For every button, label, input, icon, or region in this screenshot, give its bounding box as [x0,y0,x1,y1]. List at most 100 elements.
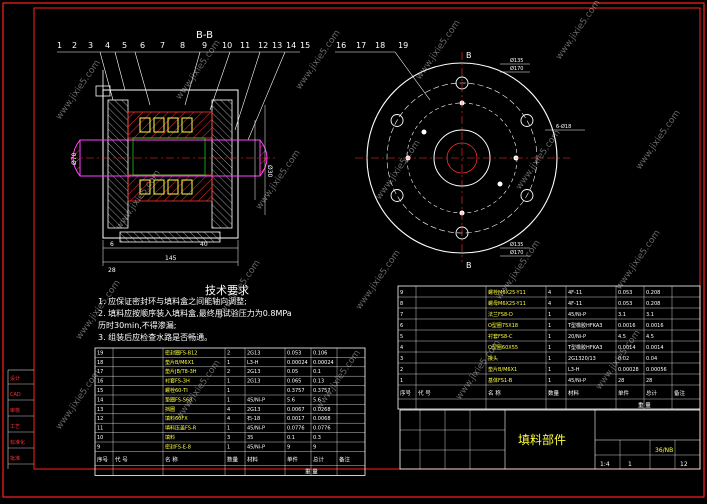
table-cell: 法兰FS8-D [488,311,513,318]
dim-right-dia: Ø30 [266,165,273,178]
table-cell: 1 [227,379,230,385]
table-cell: O型圈60X55 [488,344,518,351]
callout-number: 4 [105,41,110,50]
watermark: www.jixie5.com [614,228,663,291]
table-cell: 10 [97,435,103,441]
table-cell: 12 [97,416,103,422]
callout-number: 17 [356,41,366,50]
watermark: www.jixie5.com [554,0,603,62]
table-cell: 1 [227,426,230,432]
watermark: www.jixie5.com [634,108,683,171]
table-cell: 3 [227,435,230,441]
table-cell: 2G13 [247,379,260,385]
callout-number: 12 [258,41,268,50]
table-header: 材料 [568,389,580,397]
table-cell: 填料 [165,434,175,441]
table-cell: 2G13 [247,369,260,375]
table-cell: 7 [400,312,403,318]
table-cell: 0.0067 [287,407,305,413]
table-cell: 5 [400,334,403,340]
dim-bottom-d: 28 [108,267,116,274]
callout-number: 13 [272,41,282,50]
table-cell: 填料压盖FS-R [165,425,197,432]
table-cell: 4F-11 [568,301,582,307]
table-cell: 0.053 [287,350,301,356]
table-header: 代 号 [418,389,431,397]
strip-label: 批准 [10,455,20,462]
table-cell: 0.053 [618,290,632,296]
callout-number: 9 [202,41,207,50]
dim-bottom-a: 6 [110,241,114,248]
table-cell: 0.208 [646,290,660,296]
callout-number: 11 [240,41,250,50]
table-cell: T型橡胶HFKA3 [567,344,602,351]
callout-number: 18 [375,41,385,50]
pin-hole [421,129,427,135]
strip-label: CAD [10,392,21,398]
callout-number: 5 [122,41,127,50]
table-cell: 基体FS1-B [488,377,513,384]
strip-label: 审核 [10,407,20,414]
tech-requirements: 技术要求 1. 应保证密封环与填料盒之间能轴向调整; 2. 填料应按顺序装入填料… [98,284,292,342]
table-cell: 0.0268 [313,407,331,413]
table-cell: 0.0776 [287,426,305,432]
callout-number: 14 [286,41,296,50]
table-header: 序号 [97,455,109,463]
cut-mark-bottom: B [466,261,472,270]
table-cell: 垫片JB/T8-3H [165,368,197,375]
table-cell: 0.0776 [313,426,331,432]
dim-top-b: Ø170 [510,65,523,72]
callout-number: 8 [180,41,185,50]
table-cell: 13 [97,407,103,413]
callout-number: 10 [222,41,232,50]
table-cell: 45/Ni-P [568,312,586,318]
bolt-hole [390,114,404,127]
table-weight: 重 量 [638,401,651,409]
table-header: 总计 [646,389,658,397]
table-header: 材料 [247,455,259,463]
table-cell: 0.00056 [646,367,667,373]
table-header: 备注 [674,389,686,397]
table-cell: 0.208 [646,301,660,307]
tech-line-1: 1. 应保证密封环与填料盒之间能轴向调整; [98,296,247,306]
watermark: www.jixie5.com [354,248,403,311]
strip-label: 标准化 [10,439,25,446]
table-cell: 0.02 [618,356,629,362]
bolt-hole [520,114,534,127]
table-cell: 4 [548,290,551,296]
table-cell: 垫片B/M6X1 [488,366,517,373]
tech-line-4: 3. 组装后应检查水路是否畅通。 [98,332,212,342]
table-header: 单件 [287,455,299,463]
table-cell: 0.13 [313,379,324,385]
dim-top-a: Ø135 [510,57,523,64]
table-cell: 2 [400,367,403,373]
inner-frame [33,7,701,470]
table-cell: 0.1 [287,435,295,441]
table-cell: 衬套FS-3H [165,378,190,385]
table-cell: 1 [548,334,551,340]
callout-number: 3 [88,41,93,50]
table-cell: 0.3 [313,435,321,441]
table-weight: 重 量 [305,467,318,475]
leader-lines [57,51,300,141]
table-cell: 11 [97,426,103,432]
drawing-title: 填料部件 [518,432,566,447]
table-cell: 4 [400,345,403,351]
table-cell: 0.00028 [618,367,639,373]
table-cell: 4.5 [618,334,626,340]
strip-label: 工艺 [10,424,20,430]
table-cell: 3.1 [618,312,626,318]
callout-number: 7 [160,41,165,50]
table-cell: 螺栓M6X25-Y11 [488,289,526,296]
table-cell: 1 [548,378,551,384]
table-cell: 0.065 [287,379,301,385]
tech-line-2: 2. 填料应按顺序装入填料盒,最终用试验压力为0.8MPa [98,308,292,318]
dim-bot-b: Ø170 [510,249,523,256]
table-cell: O型圈75X18 [488,322,518,329]
table-cell: 8 [400,301,403,307]
callout-number: 1 [57,41,62,50]
table-cell: 45/Ni-P [568,378,586,384]
table-cell: 2 [227,350,230,356]
table-cell: 密封FS-E-8 [165,443,191,450]
